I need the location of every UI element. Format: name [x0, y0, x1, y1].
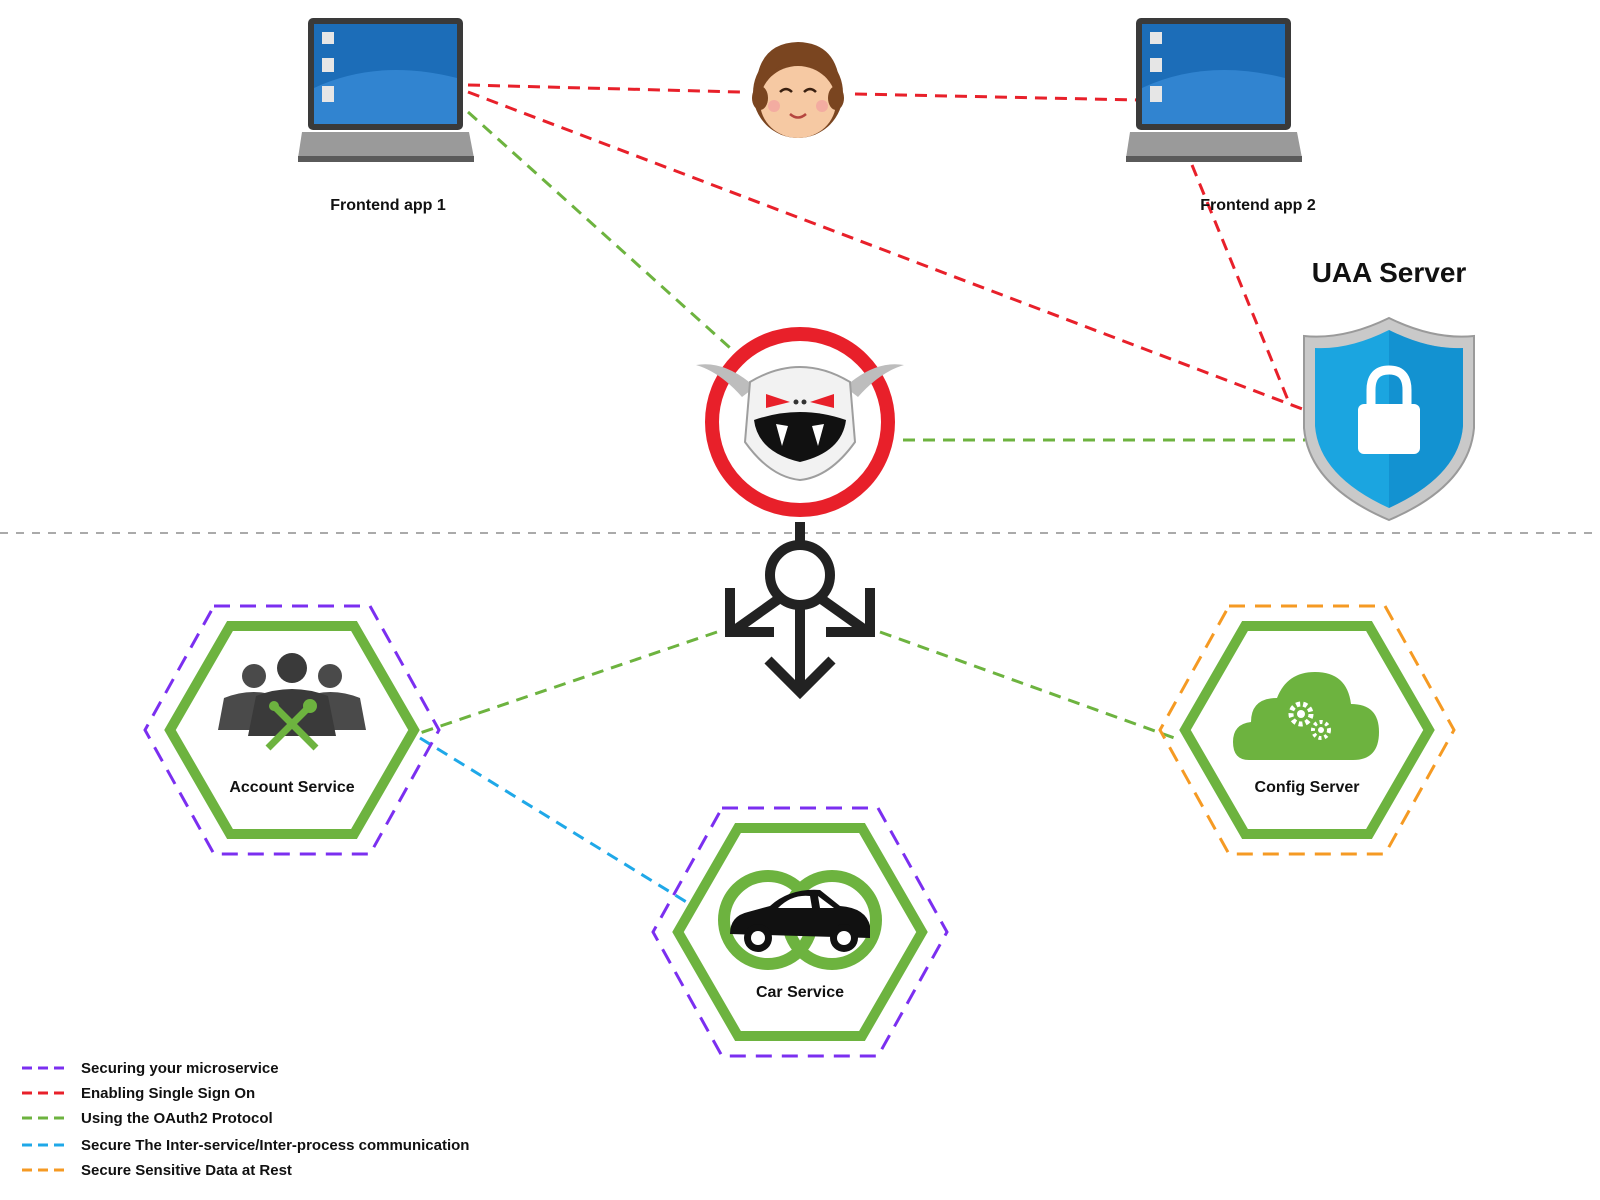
- oauth-line-router-account: [419, 630, 718, 735]
- zuul-monster-icon: [696, 327, 904, 517]
- frontend-app-2: Frontend app 2: [1126, 18, 1316, 214]
- interservice-line-account-car: [419, 736, 689, 905]
- car-service-label: Car Service: [756, 984, 844, 1001]
- car-icon: [718, 870, 882, 970]
- user-avatar-icon: [752, 42, 844, 138]
- config-server: Config Server: [1158, 604, 1456, 856]
- car-service: Car Service: [651, 806, 949, 1058]
- legend-item: Enabling Single Sign On: [22, 1085, 255, 1102]
- legend-item: Secure Sensitive Data at Rest: [22, 1162, 292, 1179]
- account-service: Account Service: [143, 604, 441, 856]
- config-server-label: Config Server: [1255, 779, 1360, 796]
- laptop-icon: [298, 18, 474, 162]
- uaa-server-label: UAA Server: [1312, 257, 1467, 288]
- sso-line-laptop1-user: [467, 83, 741, 94]
- legend: Securing your microservice Enabling Sing…: [22, 1060, 469, 1179]
- oauth-line-laptop1-gateway: [466, 110, 740, 357]
- frontend-app-1-label: Frontend app 1: [330, 197, 446, 214]
- config-outer-hex: [1158, 604, 1456, 856]
- legend-label: Using the OAuth2 Protocol: [81, 1110, 273, 1127]
- frontend-app-1: Frontend app 1: [298, 18, 474, 214]
- sso-line-laptop1-uaa: [467, 90, 1306, 412]
- frontend-app-2-label: Frontend app 2: [1200, 197, 1316, 214]
- legend-label: Secure The Inter-service/Inter-process c…: [81, 1137, 469, 1154]
- car-outer-hex: [651, 806, 949, 1058]
- legend-label: Enabling Single Sign On: [81, 1085, 255, 1102]
- legend-item: Secure The Inter-service/Inter-process c…: [22, 1137, 469, 1154]
- team-tools-icon: [218, 653, 366, 751]
- legend-label: Securing your microservice: [81, 1060, 279, 1077]
- legend-label: Secure Sensitive Data at Rest: [81, 1162, 292, 1179]
- legend-item: Securing your microservice: [22, 1060, 279, 1077]
- sso-line-laptop2-uaa: [1190, 164, 1292, 406]
- cloud-gears-icon: [1233, 672, 1379, 760]
- gateway: [696, 327, 904, 517]
- account-outer-hex: [143, 604, 441, 856]
- router-icon: [725, 522, 875, 700]
- uaa-server: UAA Server: [1303, 257, 1475, 522]
- shield-lock-icon: [1303, 316, 1475, 522]
- legend-item: Using the OAuth2 Protocol: [22, 1110, 273, 1127]
- laptop-icon: [1126, 18, 1302, 162]
- sso-line-user-laptop2: [854, 92, 1139, 102]
- account-service-label: Account Service: [229, 779, 354, 796]
- oauth-line-router-config: [879, 630, 1181, 742]
- connections: [419, 83, 1306, 905]
